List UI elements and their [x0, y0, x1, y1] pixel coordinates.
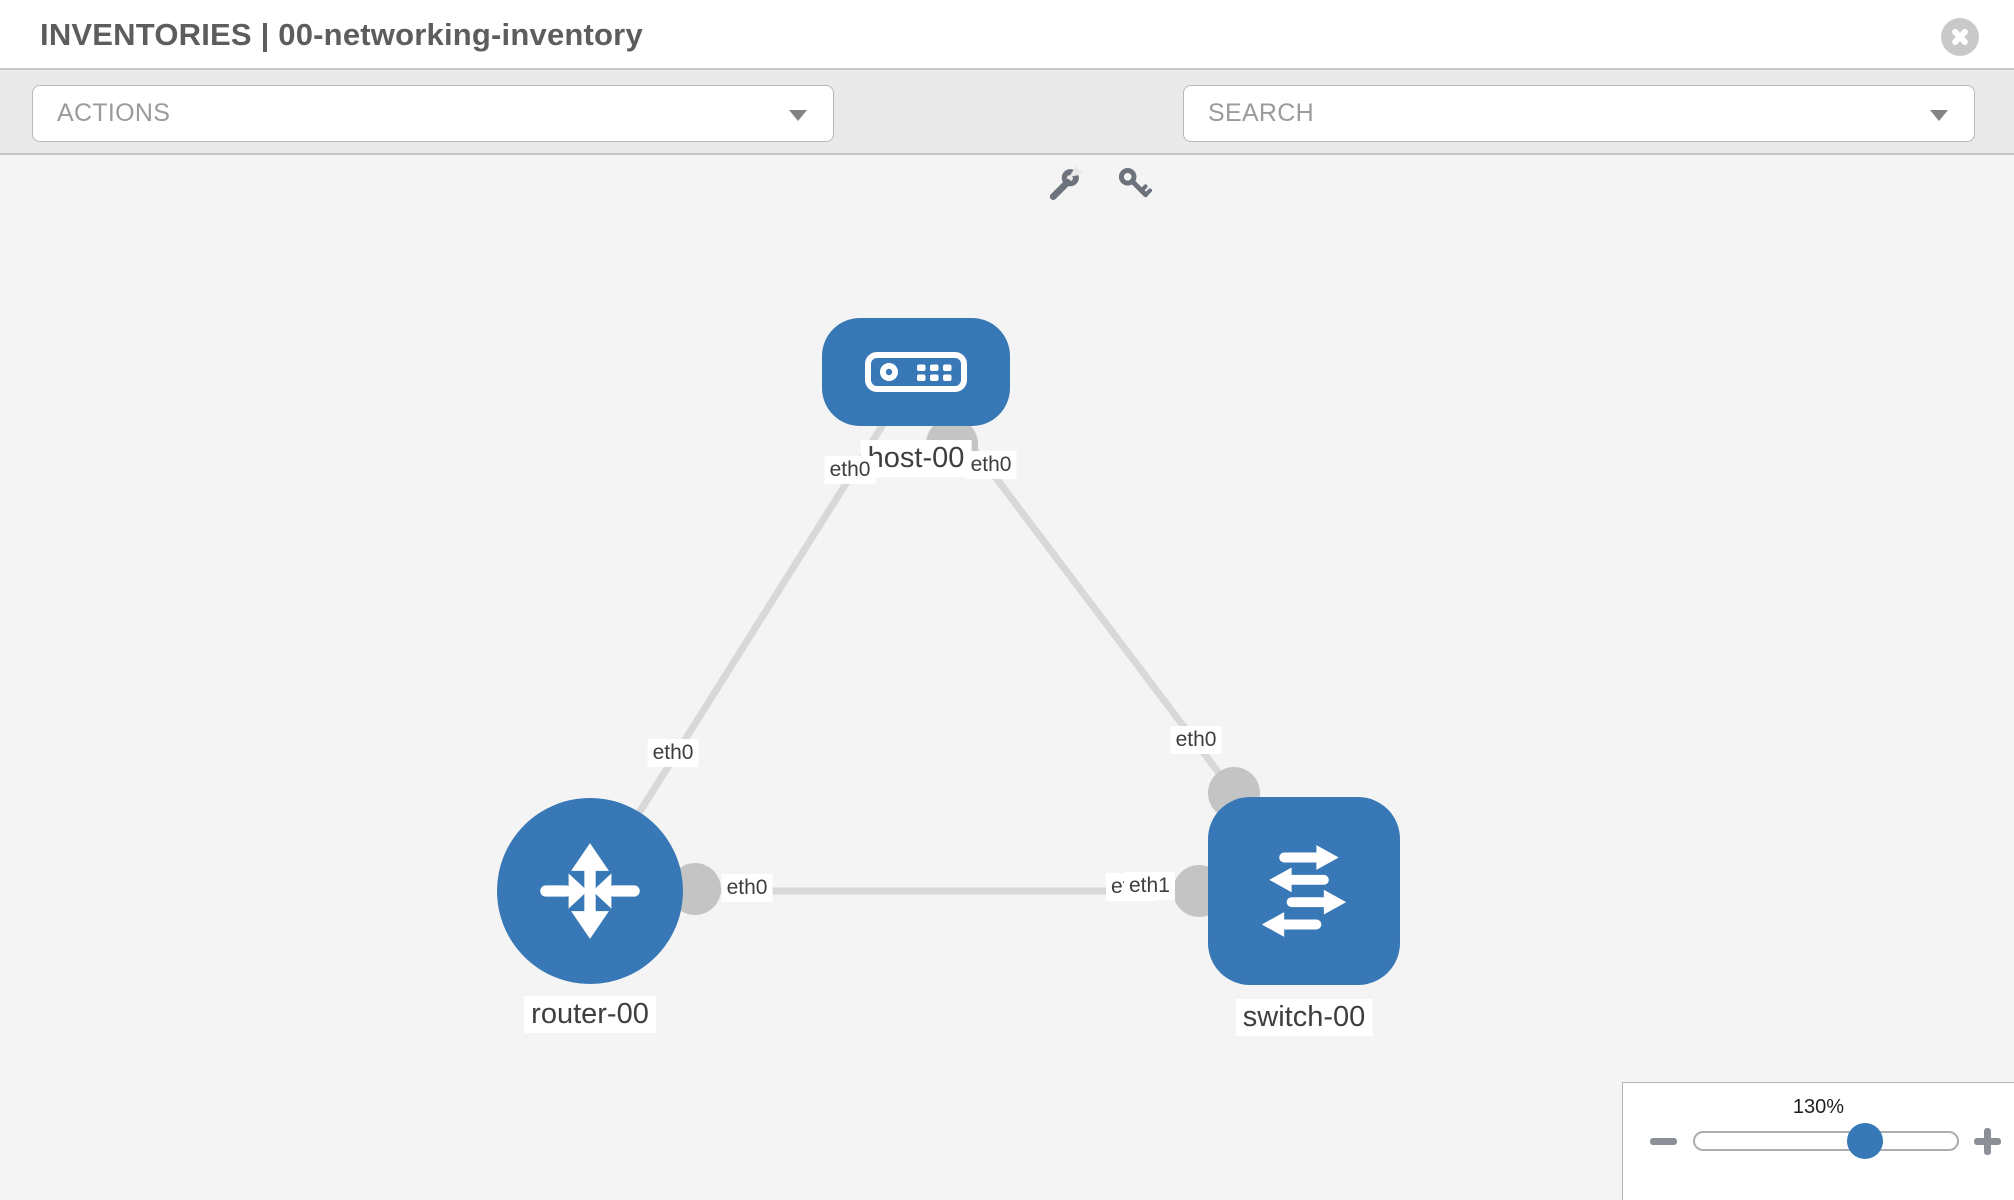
header: INVENTORIES | 00-networking-inventory	[0, 0, 2014, 70]
page-title: INVENTORIES | 00-networking-inventory	[40, 17, 643, 52]
zoom-control-panel: 130%	[1622, 1082, 2014, 1200]
search-dropdown[interactable]: SEARCH	[1183, 85, 1975, 142]
iface-label-eth0-router-right: eth0	[721, 874, 773, 903]
wrench-icon	[1049, 166, 1084, 200]
key-icon	[1118, 168, 1153, 198]
router-icon	[540, 843, 640, 939]
zoom-out-button[interactable]	[1650, 1138, 1677, 1145]
zoom-in-button[interactable]	[1974, 1128, 2001, 1155]
iface-label-eth1-switch-left: eth1	[1124, 872, 1175, 901]
toolbar: ACTIONS SEARCH	[0, 70, 2014, 200]
zoom-slider-track[interactable]	[1693, 1123, 1959, 1159]
close-button[interactable]	[1941, 18, 1979, 56]
switch-icon	[1261, 845, 1347, 937]
node-label-host: host-00	[860, 440, 972, 478]
chevron-down-icon	[789, 110, 807, 121]
actions-dropdown[interactable]: ACTIONS	[32, 85, 834, 142]
chevron-down-icon	[1930, 110, 1948, 121]
iface-label-eth0-router-top: eth0	[647, 739, 699, 768]
iface-label-eth0-host-left: eth0	[824, 456, 876, 485]
node-host-00[interactable]	[822, 318, 1010, 426]
node-switch-00[interactable]	[1208, 797, 1400, 985]
actions-dropdown-label: ACTIONS	[57, 99, 171, 127]
zoom-slider-thumb[interactable]	[1847, 1123, 1883, 1159]
node-label-router: router-00	[524, 996, 656, 1034]
wrench-button[interactable]	[1046, 166, 1084, 207]
zoom-level-value: 130%	[1792, 1096, 1845, 1118]
host-icon	[865, 352, 967, 392]
key-button[interactable]	[1115, 166, 1153, 207]
node-label-switch: switch-00	[1235, 999, 1373, 1037]
search-placeholder: SEARCH	[1208, 99, 1314, 127]
iface-label-eth0-host-right: eth0	[965, 451, 1017, 480]
node-router-00[interactable]	[497, 798, 683, 984]
plus-icon	[1984, 1128, 1991, 1155]
iface-label-eth0-switch-top: eth0	[1170, 726, 1222, 755]
